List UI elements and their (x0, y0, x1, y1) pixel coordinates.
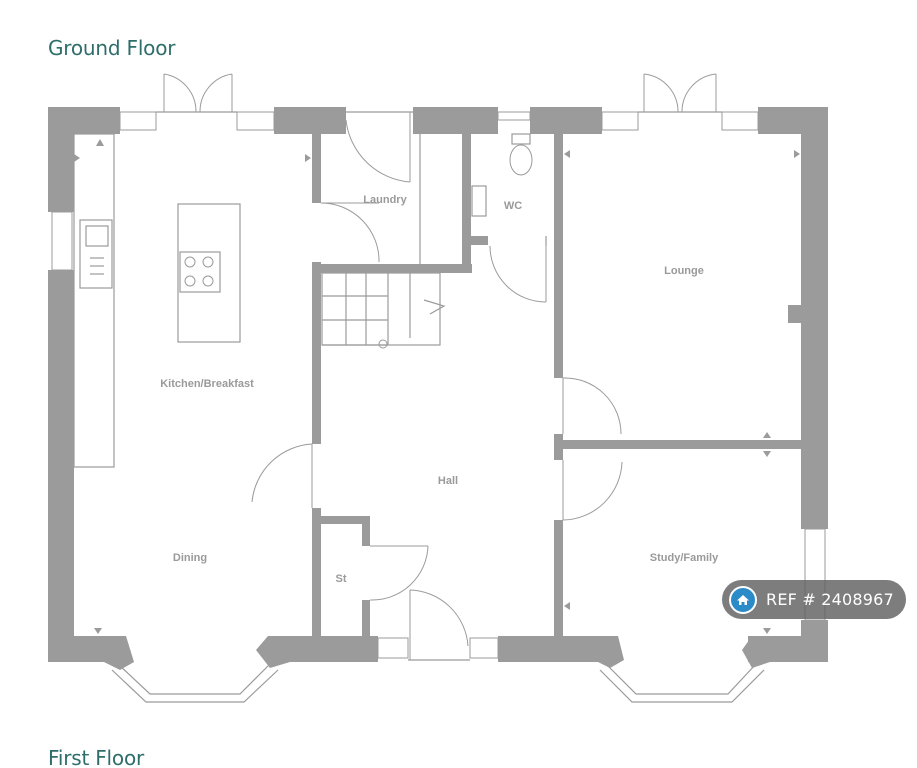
staircase (321, 272, 446, 349)
room-label-dining: Dining (173, 552, 207, 564)
dimension-markers (74, 139, 800, 634)
room-label-store: St (336, 573, 347, 585)
walls (48, 107, 828, 670)
room-label-hall: Hall (438, 475, 458, 487)
french-doors (156, 73, 722, 113)
room-label-lounge: Lounge (664, 265, 704, 277)
room-label-study: Study/Family (650, 552, 719, 564)
reference-number: REF # 2408967 (766, 590, 894, 609)
door-swings (251, 111, 623, 661)
wc-fittings (470, 133, 547, 246)
room-label-kitchen: Kitchen/Breakfast (160, 378, 254, 390)
reference-badge: REF # 2408967 (722, 580, 906, 619)
room-label-laundry: Laundry (363, 194, 407, 206)
kitchen-fittings (73, 133, 241, 468)
ground-floor-title: Ground Floor (48, 36, 176, 60)
room-label-wc: WC (504, 200, 522, 212)
bay-windows (111, 663, 765, 703)
home-icon (729, 585, 757, 614)
first-floor-title: First Floor (48, 746, 145, 768)
